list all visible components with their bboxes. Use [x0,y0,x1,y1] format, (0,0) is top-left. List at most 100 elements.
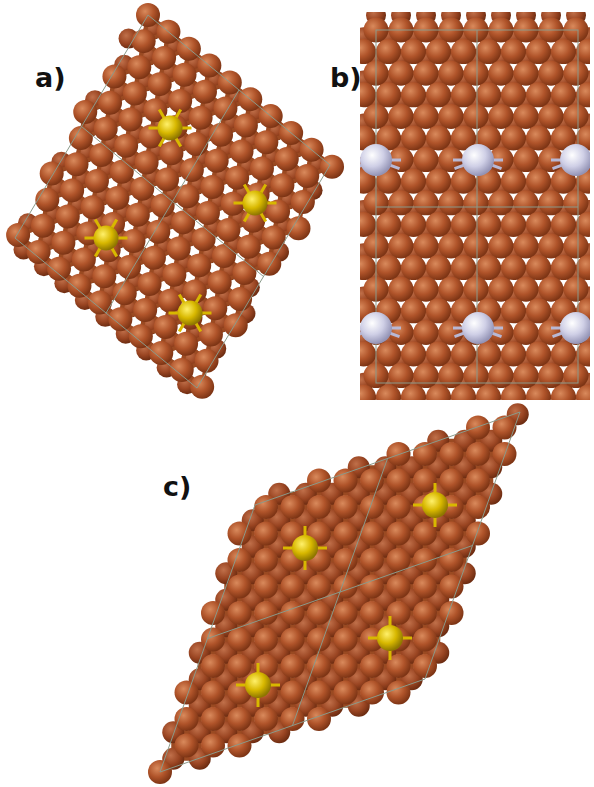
copper-atom [183,280,207,304]
copper-atom [254,628,278,652]
copper-atom [307,469,331,493]
copper-atom [65,152,89,176]
copper-atom [466,522,490,546]
cell-outline [15,15,330,388]
copper-atom [426,126,451,151]
copper-atom [501,39,526,64]
copper-atom [228,575,252,599]
copper-atom [413,628,437,652]
copper-atom [476,342,501,367]
copper-atom [360,255,376,280]
copper-atom [539,190,564,215]
copper-atom [401,255,426,280]
copper-atom [539,104,564,129]
copper-atom [114,134,138,158]
copper-atom [413,548,437,572]
copper-atom [526,82,551,107]
copper-atom [476,255,501,280]
copper-atom [564,190,589,215]
copper-atom [514,234,539,259]
cell-line [376,207,578,208]
copper-atom [360,469,384,493]
copper-atom [132,29,156,53]
copper-atom [40,162,64,186]
copper-atom [196,201,220,225]
copper-atom [539,61,564,86]
copper-atom [440,575,464,599]
copper-atom [334,601,358,625]
copper-atom [426,82,451,107]
nitrogen-atom [462,312,494,344]
copper-atom [113,281,137,305]
copper-atom [360,495,384,519]
copper-atom [493,442,517,466]
copper-atom [389,190,414,215]
copper-atom [149,341,173,365]
copper-atom [564,277,589,302]
copper-atom [201,654,225,678]
copper-atom [129,324,153,348]
copper-atom [414,363,439,388]
copper-atom [155,167,179,191]
copper-atom [514,147,539,172]
gold-atom [158,116,183,141]
copper-atom [154,315,178,339]
copper-atom [476,212,501,237]
copper-atom [228,628,252,652]
copper-atom [387,681,411,705]
copper-atom [307,601,331,625]
copper-atom [376,82,401,107]
copper-atom [212,244,236,268]
copper-atom [151,194,175,218]
copper-atom [334,654,358,678]
copper-atom [56,205,80,229]
copper-atom [201,681,225,705]
copper-atom [401,39,426,64]
copper-atom [195,349,219,373]
copper-atom [334,681,358,705]
copper-atom [489,104,514,129]
copper-atom [564,234,589,259]
copper-atom [250,156,274,180]
copper-atom [476,82,501,107]
copper-atom [35,188,59,212]
copper-atom [334,628,358,652]
copper-atom [476,39,501,64]
copper-atom [413,522,437,546]
copper-atom [187,253,211,277]
copper-atom [440,548,464,572]
copper-atom [376,212,401,237]
copper-atom [167,237,191,261]
copper-atom [501,126,526,151]
gold-atom [377,625,403,651]
copper-atom [413,469,437,493]
copper-atom [360,654,384,678]
copper-atom [387,575,411,599]
copper-atom [295,164,319,188]
copper-atom [175,681,199,705]
copper-atom [514,363,539,388]
copper-atom [413,601,437,625]
copper-atom [551,342,576,367]
copper-atom [133,298,157,322]
copper-atom [464,190,489,215]
copper-atom [439,61,464,86]
copper-atom [307,575,331,599]
copper-atom [401,169,426,194]
copper-atom [489,363,514,388]
copper-atom [88,291,112,315]
copper-atom [92,264,116,288]
copper-atom [413,575,437,599]
copper-atom [551,39,576,64]
copper-atom [201,601,225,625]
copper-atom [200,175,224,199]
copper-atom [228,287,252,311]
copper-atom [360,39,376,64]
copper-atom [526,298,551,323]
copper-atom [199,323,223,347]
copper-atom [216,218,240,242]
copper-atom [464,104,489,129]
copper-atom [127,55,151,79]
nitrogen-atom [560,312,590,344]
copper-atom [501,82,526,107]
